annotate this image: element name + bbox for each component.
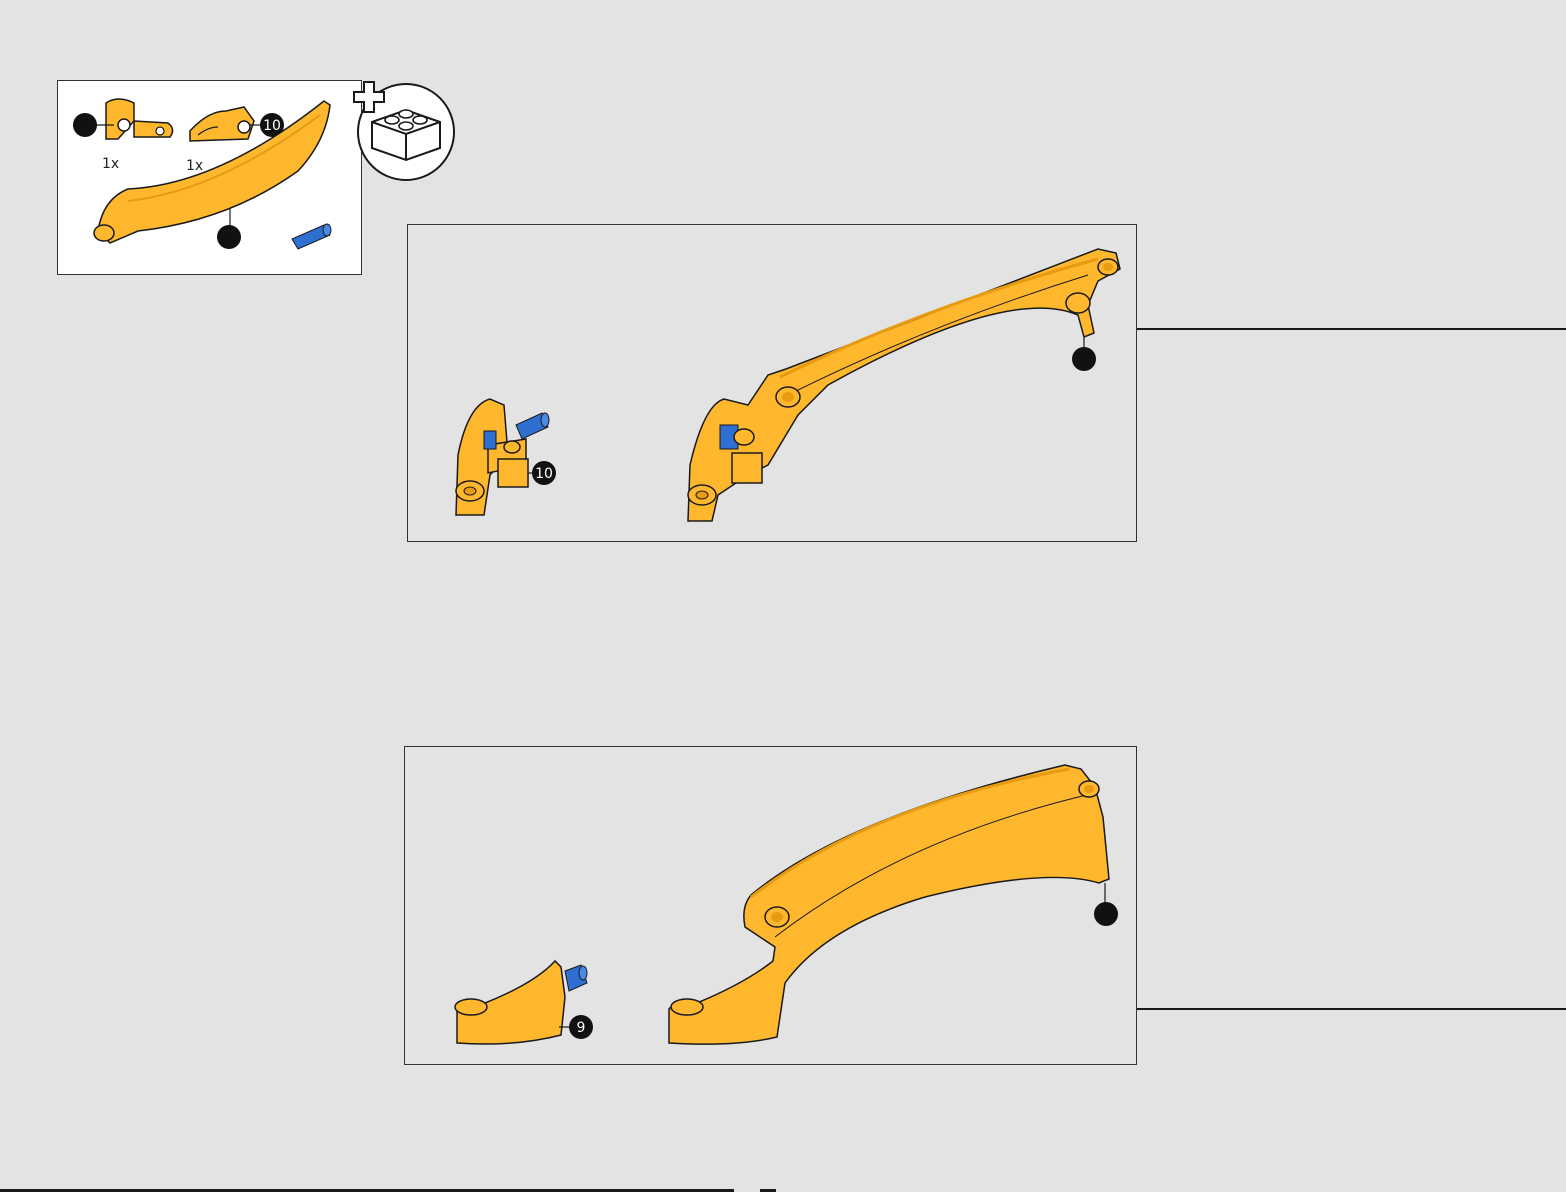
callout-badge bbox=[1072, 347, 1096, 371]
svg-text:10: 10 bbox=[263, 118, 281, 134]
blue-pin-part bbox=[292, 224, 331, 249]
callout-badge bbox=[73, 113, 97, 137]
part-quantity-2: 1x bbox=[186, 158, 203, 174]
corner-connector-part-right bbox=[190, 107, 262, 141]
divider-line-lower bbox=[1137, 1008, 1566, 1010]
parts-list-panel: 1x 10 1x bbox=[57, 80, 362, 275]
assembly-step-panel-upper: 10 bbox=[407, 224, 1137, 542]
arch-assembly bbox=[688, 249, 1120, 521]
corner-connector-part-left bbox=[88, 99, 173, 139]
assembly-step-panel-lower: 9 bbox=[404, 746, 1137, 1065]
divider-line-upper bbox=[1137, 328, 1566, 330]
callout-badge-9: 9 bbox=[569, 1015, 593, 1039]
callout-badge-10: 10 bbox=[532, 461, 556, 485]
add-brick-icon bbox=[352, 78, 460, 186]
connector-with-pin-subassembly bbox=[456, 399, 549, 515]
lower-step-art: 9 bbox=[405, 747, 1138, 1066]
svg-text:10: 10 bbox=[535, 466, 553, 482]
connector-with-pin-subassembly bbox=[455, 961, 587, 1044]
upper-step-art: 10 bbox=[408, 225, 1138, 543]
part-quantity-1: 1x bbox=[102, 156, 119, 172]
svg-text:9: 9 bbox=[577, 1020, 586, 1036]
parts-list-art: 1x 10 1x bbox=[58, 81, 363, 276]
arch-assembly bbox=[669, 765, 1109, 1044]
callout-badge bbox=[1094, 902, 1118, 926]
callout-badge bbox=[217, 225, 241, 249]
